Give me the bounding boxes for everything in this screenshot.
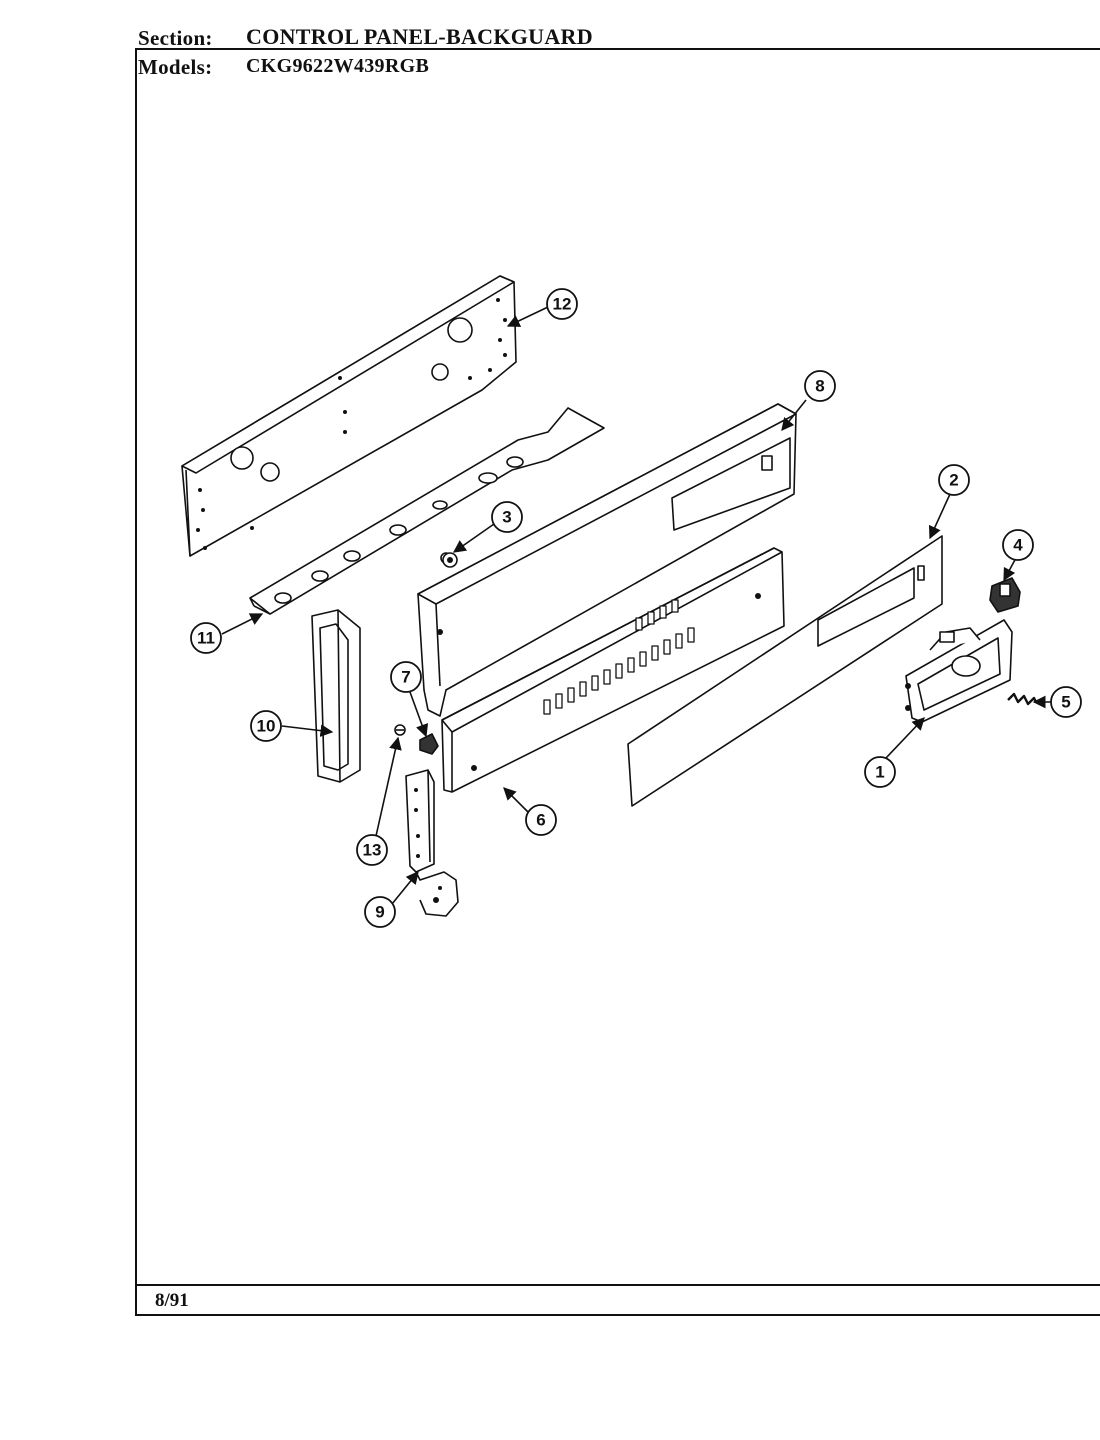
callout-6-label: 6 (536, 811, 545, 830)
part-7-clip (419, 733, 439, 755)
callout-4-circle (1002, 529, 1034, 561)
revision-date: 8/91 (155, 1290, 189, 1311)
leader-4 (1003, 557, 1017, 582)
part-2-trim-panel (627, 535, 943, 807)
callout-11-circle (190, 622, 222, 654)
callout-1-label: 1 (875, 763, 884, 782)
models-label: Models: (138, 55, 213, 79)
callout-5-label: 5 (1061, 693, 1070, 712)
leader-3 (452, 523, 495, 553)
part-4-switch (989, 577, 1021, 613)
leader-12 (506, 306, 549, 327)
leader-2 (928, 493, 951, 540)
part-11-mounting-bracket (249, 407, 605, 615)
callout-4-label: 4 (1013, 536, 1023, 555)
part-12-rear-panel (181, 275, 517, 557)
part-1-display-housing (905, 619, 1013, 723)
callout-12-circle (546, 288, 578, 320)
leader-8 (781, 399, 807, 431)
section-label: Section: (138, 26, 213, 50)
footer-rule (136, 1284, 1100, 1286)
callout-8-label: 8 (815, 377, 824, 396)
leader-6 (503, 787, 531, 815)
callout-8-circle (804, 370, 836, 402)
diagram-frame (135, 48, 1100, 1316)
part-8-backguard-housing (417, 403, 797, 717)
leader-10 (281, 724, 334, 737)
part-6-control-panel (441, 547, 785, 793)
callout-13-label: 13 (363, 841, 382, 860)
leader-9 (391, 871, 419, 905)
models-value: CKG9622W439RGB (246, 55, 430, 77)
callout-10-circle (250, 710, 282, 742)
callout-10-label: 10 (257, 717, 276, 736)
part-5-spring (1007, 692, 1038, 706)
leader-11 (221, 613, 264, 635)
callout-11-label: 11 (197, 629, 215, 648)
part-10-end-cap (311, 609, 361, 783)
callout-3-circle (491, 501, 523, 533)
callout-5-circle (1050, 686, 1082, 718)
callout-7-label: 7 (401, 668, 410, 687)
callout-9-label: 9 (375, 903, 384, 922)
part-3-nut (442, 552, 458, 568)
callout-3-label: 3 (502, 508, 511, 527)
part-9-side-bracket (405, 769, 459, 917)
callout-12-label: 12 (553, 295, 572, 314)
leader-7 (409, 691, 429, 738)
callout-1-circle (864, 756, 896, 788)
callout-2-label: 2 (949, 471, 958, 490)
callout-9-circle (364, 896, 396, 928)
callout-7-circle (390, 661, 422, 693)
part-13-screw (394, 724, 406, 736)
callout-13-circle (356, 834, 388, 866)
leader-13 (375, 736, 402, 837)
section-title: CONTROL PANEL-BACKGUARD (246, 24, 593, 49)
callout-6-circle (525, 804, 557, 836)
callout-2-circle (938, 464, 970, 496)
leader-1 (885, 717, 925, 759)
